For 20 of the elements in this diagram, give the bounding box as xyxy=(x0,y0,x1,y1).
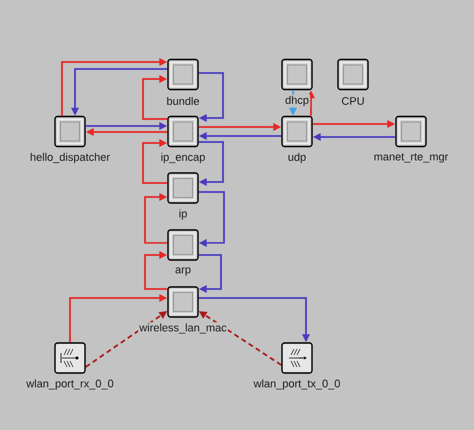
arrow xyxy=(144,250,168,290)
module-label: arp xyxy=(176,267,190,276)
arrow xyxy=(198,191,225,248)
module-label: dhcp xyxy=(286,96,308,106)
arrow xyxy=(198,72,224,122)
module-label: ip xyxy=(179,209,187,220)
module-label: udp xyxy=(288,152,306,164)
arrow xyxy=(144,192,168,244)
module-label: wireless_lan_mac xyxy=(139,323,226,334)
module-label: bundle xyxy=(167,96,200,106)
arrow xyxy=(198,254,222,294)
module-label: wlan_port_rx_0_0 xyxy=(26,379,114,390)
arrow xyxy=(142,74,168,120)
arrow xyxy=(142,138,168,184)
module-label: ip_encap xyxy=(161,152,205,164)
module-label: manet_rte_mgr xyxy=(374,153,448,163)
arrow xyxy=(198,141,224,186)
module-label: wlan_port_tx_0_0 xyxy=(254,379,340,390)
module-label: hello_dispatcher xyxy=(30,152,110,164)
module-label: CPU xyxy=(342,97,364,105)
